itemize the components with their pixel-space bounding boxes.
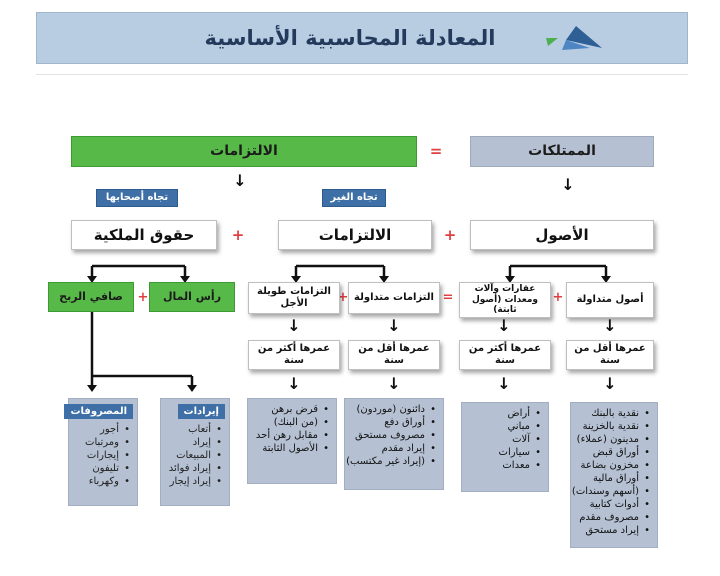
down-arrow-icon: ↓ — [287, 373, 301, 393]
list-item: إيراد — [167, 436, 222, 449]
list-item: ومرتبات — [75, 436, 130, 449]
expenses-title: المصروفات — [64, 404, 133, 419]
list-item: المبيعات — [167, 449, 222, 462]
down-arrow-icon: ↓ — [287, 315, 301, 335]
divider — [36, 74, 688, 75]
current-assets-list: نقدية بالبنكنقدية بالخزينةمدينون (عملاء)… — [570, 402, 658, 548]
list-item: معدات — [468, 459, 541, 472]
list-item: أوراق دفع — [351, 416, 436, 429]
list-item: أراض — [468, 407, 541, 420]
list-item: إيراد فوائد — [167, 462, 222, 475]
assets-box: الممتلكات — [470, 136, 654, 167]
plus-operator: + — [137, 289, 149, 305]
tag-owners: تجاه أصحابها — [96, 189, 178, 207]
list-item: أوراق مالية — [577, 472, 650, 485]
list-item: مصروف مستحق — [351, 429, 436, 442]
equals-operator: = — [442, 289, 454, 305]
net-profit-box: صافي الربح — [48, 282, 134, 312]
tag-third-party: تجاه الغير — [322, 189, 386, 207]
logo-icon — [546, 26, 602, 50]
list-item: (أسهم وسندات) — [572, 485, 650, 498]
equals-operator: = — [429, 142, 443, 160]
list-item: مقابل رهن أحد — [254, 429, 329, 442]
revenues-title: إيرادات — [177, 404, 225, 419]
list-item: وكهرباء — [75, 475, 130, 488]
list-item: أدوات كتابية — [577, 498, 650, 511]
revenues-list: إيرادات أتعابإيرادالمبيعاتإيراد فوائدإير… — [160, 398, 230, 506]
capital-box: رأس المال — [149, 282, 235, 312]
down-arrow-icon: ↓ — [233, 170, 247, 190]
current-assets-life-box: عمرها أقل من سنة — [566, 340, 654, 370]
list-item: إيراد إيجار — [167, 475, 222, 488]
list-item: نقدية بالبنك — [577, 407, 650, 420]
down-arrow-icon: ↓ — [497, 373, 511, 393]
list-item: أجور — [75, 423, 130, 436]
list-item: مصروف مقدم — [577, 511, 650, 524]
list-item: (إيراد غير مكتسب) — [346, 455, 436, 468]
plus-operator: + — [552, 289, 564, 305]
plus-operator: + — [337, 289, 349, 305]
list-item: قرض برهن — [254, 403, 329, 416]
plus-operator: + — [443, 226, 457, 244]
list-item: مباني — [468, 420, 541, 433]
fixed-assets-life-box: عمرها أكثر من سنة — [459, 340, 551, 370]
down-arrow-icon: ↓ — [603, 315, 617, 335]
current-liabilities-box: التزامات متداولة — [348, 282, 440, 314]
fixed-assets-box: عقارات وآلات ومعدات (أصول ثابتة) — [459, 282, 551, 318]
list-item: إيجارات — [75, 449, 130, 462]
current-liabilities-life-box: عمرها أقل من سنة — [348, 340, 440, 370]
list-item: مدينون (عملاء) — [577, 433, 650, 446]
list-item: (من البنك) — [254, 416, 329, 429]
equity-box: حقوق الملكية — [71, 220, 217, 250]
current-liabilities-list: دائنون (موردون)أوراق دفعمصروف مستحقإيراد… — [344, 398, 444, 490]
list-item: سيارات — [468, 446, 541, 459]
list-item: دائنون (موردون) — [351, 403, 436, 416]
long-term-liabilities-life-box: عمرها أكثر من سنة — [248, 340, 340, 370]
list-item: آلات — [468, 433, 541, 446]
page-title: المعادلة المحاسبية الأساسية — [204, 26, 496, 50]
list-item: الأصول الثابتة — [254, 442, 329, 455]
current-assets-box: أصول متداولة — [566, 282, 654, 318]
list-item: إيراد مستحق — [577, 524, 650, 537]
list-item: أوراق قبض — [577, 446, 650, 459]
down-arrow-icon: ↓ — [497, 315, 511, 335]
down-arrow-icon: ↓ — [387, 373, 401, 393]
down-arrow-icon: ↓ — [387, 315, 401, 335]
list-item: تليفون — [75, 462, 130, 475]
long-term-liabilities-list: قرض برهن(من البنك)مقابل رهن أحدالأصول ال… — [247, 398, 337, 484]
long-term-liabilities-box: التزامات طويلة الأجل — [248, 282, 340, 314]
plus-operator: + — [231, 226, 245, 244]
assets-level2-box: الأصول — [470, 220, 654, 250]
list-item: إيراد مقدم — [351, 442, 436, 455]
fixed-assets-list: أراضمبانيآلاتسياراتمعدات — [461, 402, 549, 492]
liabilities-header-box: الالتزامات — [71, 136, 417, 167]
list-item: نقدية بالخزينة — [577, 420, 650, 433]
down-arrow-icon: ↓ — [561, 174, 575, 194]
expenses-list: المصروفات أجورومرتباتإيجاراتتليفونوكهربا… — [64, 398, 138, 506]
list-item: أتعاب — [167, 423, 222, 436]
list-item: مخزون بضاعة — [577, 459, 650, 472]
down-arrow-icon: ↓ — [603, 373, 617, 393]
liabilities-level2-box: الالتزامات — [278, 220, 432, 250]
